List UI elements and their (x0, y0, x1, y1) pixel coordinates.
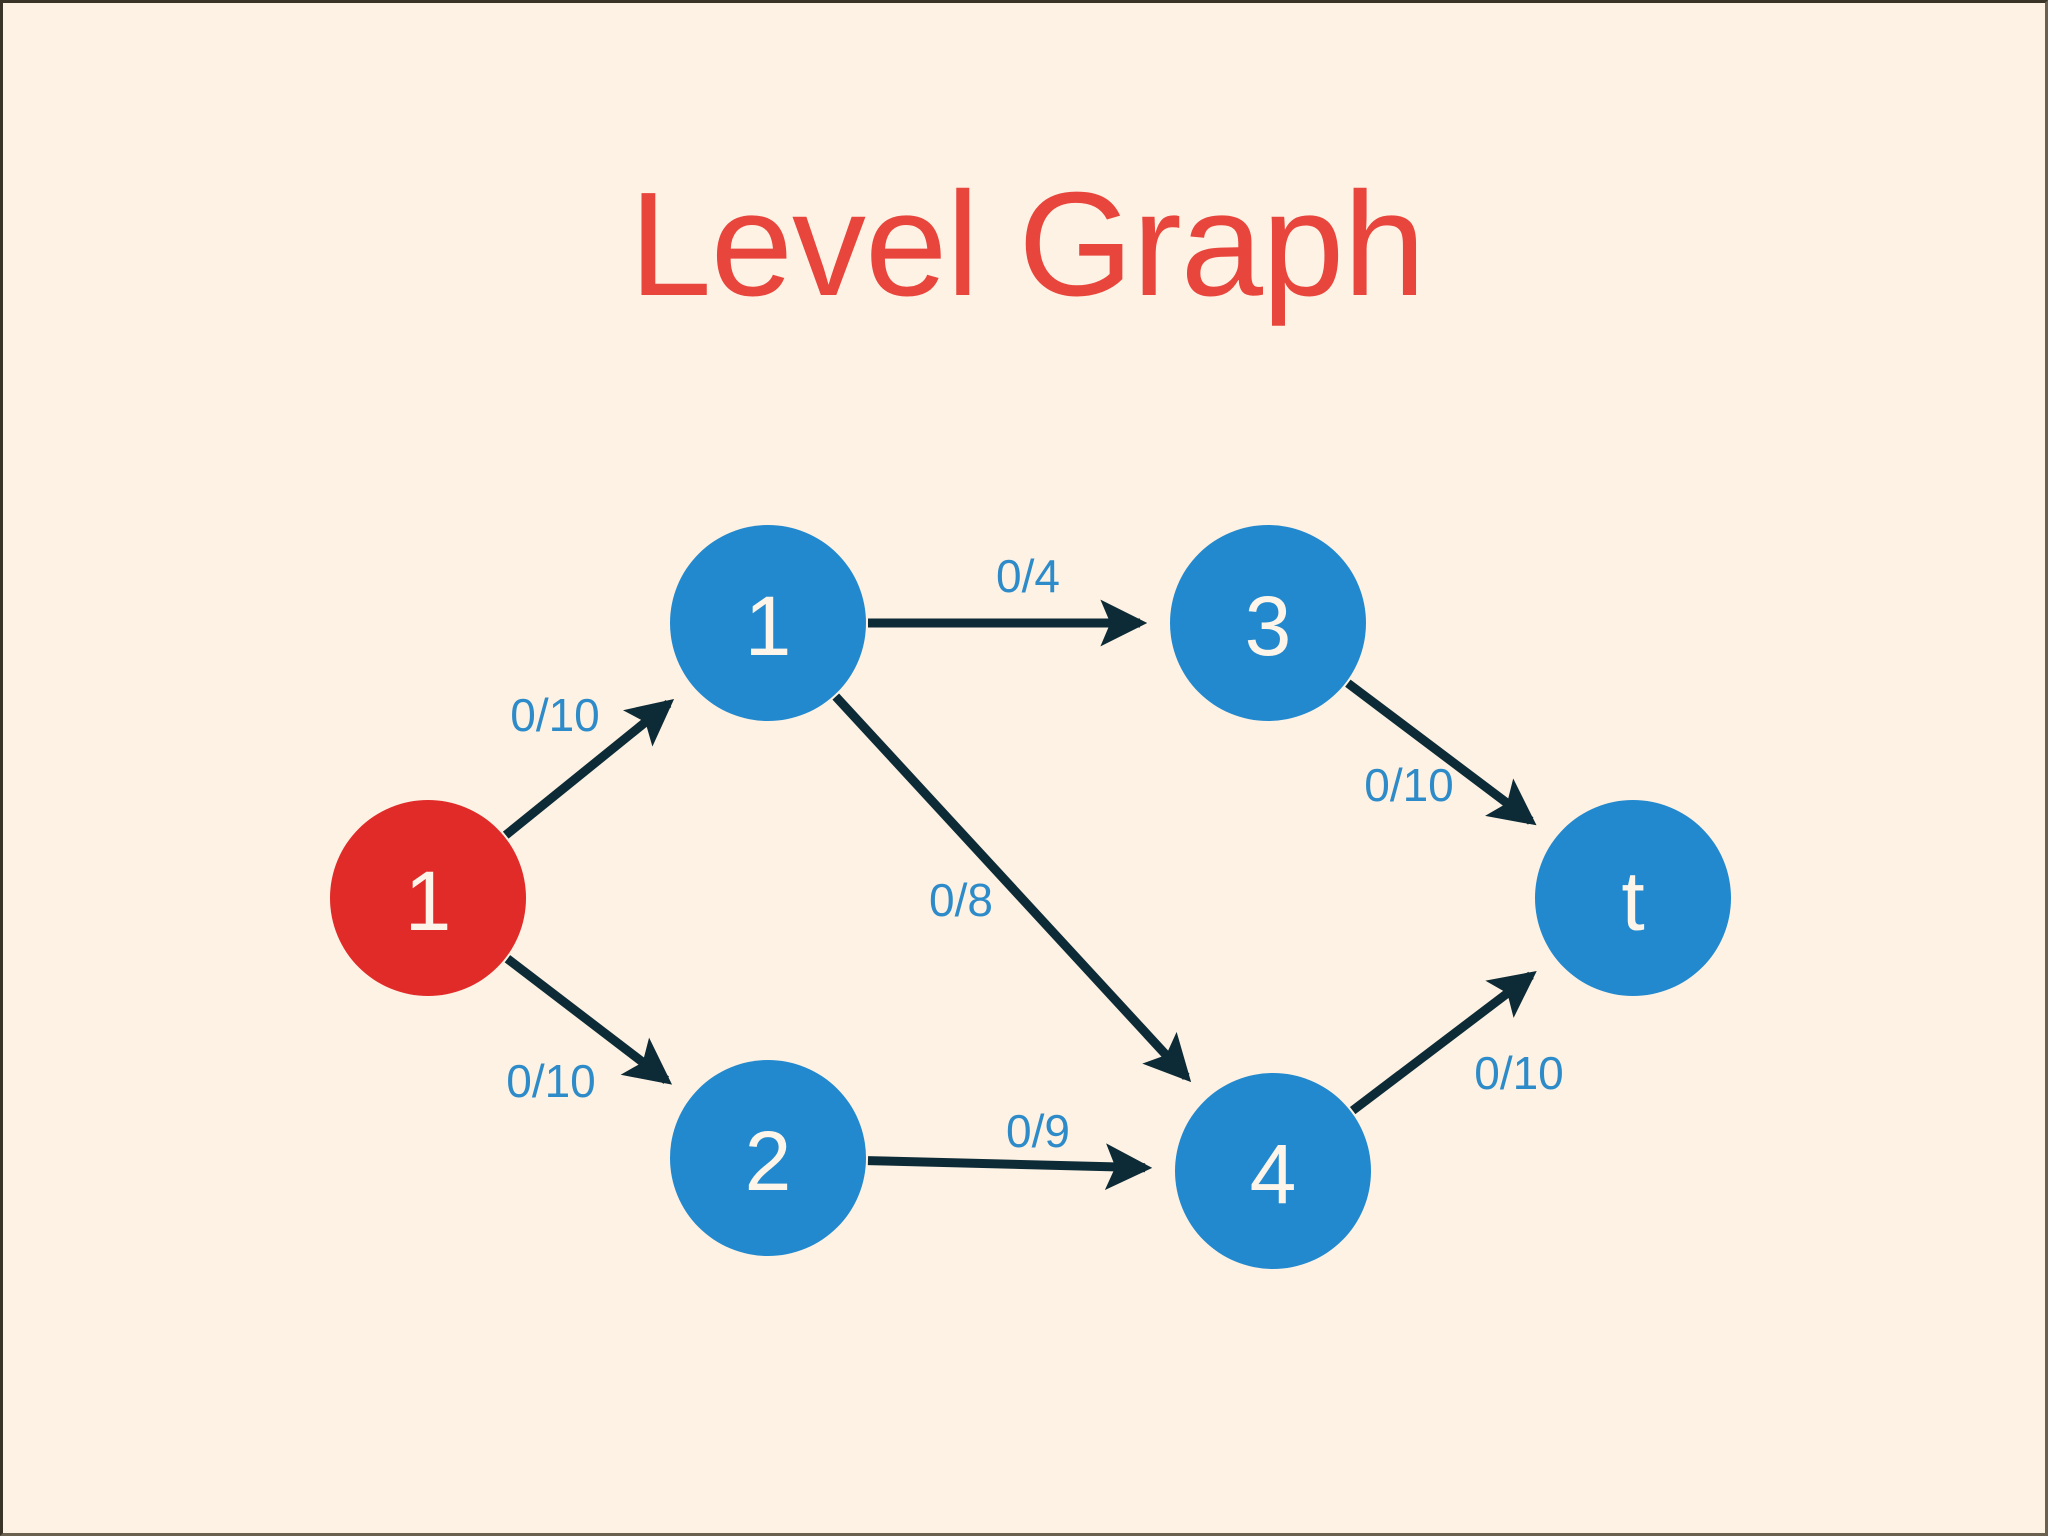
page-title: Level Graph (629, 162, 1425, 327)
edge-label: 0/4 (996, 550, 1060, 602)
graph-node-source[interactable]: 1 (330, 800, 526, 996)
edge-label: 0/9 (1006, 1105, 1070, 1157)
node-circle (1175, 1073, 1371, 1269)
graph-node[interactable]: 4 (1175, 1073, 1371, 1269)
edge-label: 0/8 (929, 874, 993, 926)
node-label: t (1621, 854, 1644, 948)
graph-edge (502, 698, 675, 839)
graph-node-sink[interactable]: t (1535, 800, 1731, 996)
edges-layer (502, 599, 1537, 1191)
edge-labels-layer: 0/10 0/4 0/8 0/10 0/10 0/9 0/10 (506, 550, 1564, 1157)
node-label: 2 (745, 1114, 792, 1208)
edge-label: 0/10 (506, 1055, 596, 1107)
node-circle (670, 525, 866, 721)
graph-node[interactable]: 3 (1170, 525, 1366, 721)
nodes-layer: 1 1 3 2 4 t (330, 525, 1731, 1269)
node-circle (1170, 525, 1366, 721)
node-label: 3 (1245, 579, 1292, 673)
level-graph-figure: 1 1 3 2 4 t 0/10 0/4 0/8 0/10 0/10 0/9 0/10 (330, 525, 1731, 1269)
graph-edge (1349, 970, 1537, 1115)
graph-node[interactable]: 2 (670, 1060, 866, 1256)
node-circle (1535, 800, 1731, 996)
graph-node[interactable]: 1 (670, 525, 866, 721)
graph-edge (867, 1143, 1153, 1191)
edge-label: 0/10 (510, 689, 600, 741)
node-circle (330, 800, 526, 996)
node-label: 1 (745, 579, 792, 673)
node-label: 1 (405, 854, 452, 948)
graph-edge (504, 955, 673, 1085)
graph-edge (1345, 679, 1537, 826)
edge-label: 0/10 (1474, 1047, 1564, 1099)
edge-label: 0/10 (1364, 759, 1454, 811)
node-label: 4 (1250, 1127, 1297, 1221)
node-circle (670, 1060, 866, 1256)
graph-edge (832, 693, 1192, 1083)
